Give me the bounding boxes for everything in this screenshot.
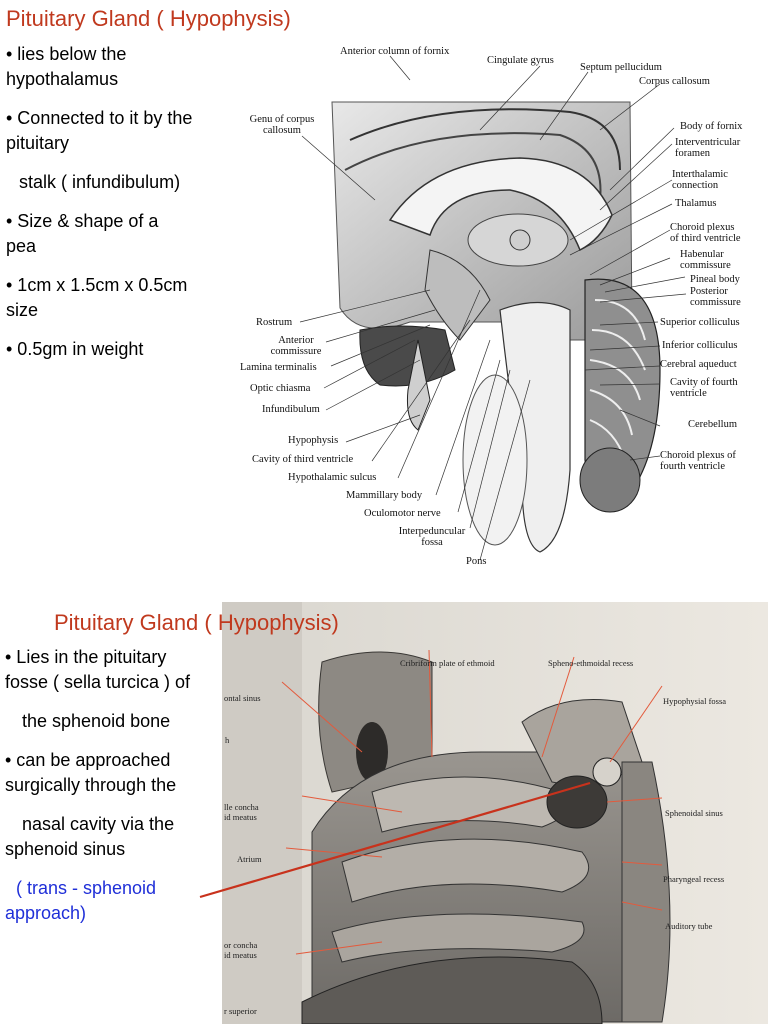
label-anterior-column-fornix: Anterior column of fornix <box>340 46 450 57</box>
label-line: Anterior <box>278 335 314 346</box>
slide-2-title: Pituitary Gland ( Hypophysis) <box>54 610 339 635</box>
bullet-text: surgically through the <box>5 775 177 795</box>
label-posterior-commissure: Posterior commissure <box>690 286 741 308</box>
label-line: or concha <box>224 940 258 950</box>
label-hypothalamic-sulcus: Hypothalamic sulcus <box>288 472 377 483</box>
bullet-text: • Connected to it by the <box>6 108 193 128</box>
label-genu-corpus-callosum: Genu of corpus callosum <box>240 114 324 136</box>
label-line: Interventricular <box>675 137 741 148</box>
label-line: Interpeduncular <box>398 526 466 537</box>
bullet-text: • 0.5gm in weight <box>6 339 144 359</box>
label-line: Posterior <box>690 286 728 297</box>
slide-2-bullets: • Lies in the pituitary fosse ( sella tu… <box>5 645 231 926</box>
label-line: id meatus <box>224 812 257 822</box>
label-pharyngeal-recess: Pharyngeal recess <box>663 874 725 884</box>
label-inferior-colliculus: Inferior colliculus <box>662 340 738 351</box>
label-line: r superior <box>224 1006 257 1016</box>
label-hypophysis: Hypophysis <box>288 435 339 446</box>
label-body-fornix: Body of fornix <box>680 121 743 132</box>
bullet-text: nasal cavity via the <box>22 814 175 834</box>
label-sphenoidal-sinus: Sphenoidal sinus <box>665 808 723 818</box>
label-cingulate-gyrus: Cingulate gyrus <box>487 55 554 66</box>
bullet-text-trans-sphenoid: ( trans - sphenoid <box>16 878 157 898</box>
slide-2: Pituitary Gland ( Hypophysis) • Lies in … <box>0 580 768 1024</box>
label-superior-maxilla: r superior <box>224 1006 257 1016</box>
label-optic-chiasma: Optic chiasma <box>250 383 311 394</box>
label-line: callosum <box>263 125 301 136</box>
label-line: connection <box>672 180 719 191</box>
label-atrium: Atrium <box>237 854 262 864</box>
bullet-text: pituitary <box>6 133 70 153</box>
label-oculomotor-nerve: Oculomotor nerve <box>364 508 441 519</box>
label-line: fourth ventricle <box>660 461 726 472</box>
label-cerebral-aqueduct: Cerebral aqueduct <box>660 359 737 370</box>
bullet-text: hypothalamus <box>6 69 119 89</box>
bullet-text: • Lies in the pituitary <box>5 647 167 667</box>
label-line: Habenular <box>680 249 724 260</box>
label-line: commissure <box>270 346 322 357</box>
label-line: id meatus <box>224 950 257 960</box>
label-choroid-plexus-fourth: Choroid plexus of fourth ventricle <box>660 450 736 472</box>
label-cavity-fourth-ventricle: Cavity of fourth ventricle <box>670 377 738 399</box>
bullet-text: • can be approached <box>5 750 171 770</box>
bullet-text: sphenoid sinus <box>5 839 126 859</box>
bullet-text-approach: approach) <box>5 903 87 923</box>
bullet-text: fosse ( sella turcica ) of <box>5 672 191 692</box>
label-frontal-sinus: ontal sinus <box>224 693 261 703</box>
label-line: of third ventricle <box>670 233 741 244</box>
label-line: Choroid plexus <box>670 222 735 233</box>
label-spheno-ethmoidal-recess: Spheno-ethmoidal recess <box>548 658 634 668</box>
label-cribriform-plate: Cribriform plate of ethmoid <box>400 658 495 668</box>
label-auditory-tube: Auditory tube <box>665 921 713 931</box>
label-interpeduncular-fossa: Interpeduncular fossa <box>380 526 484 548</box>
label-lamina-terminalis: Lamina terminalis <box>240 362 317 373</box>
label-habenular-commissure: Habenular commissure <box>680 249 731 271</box>
trans-sphenoid-arrow <box>199 781 591 899</box>
label-line: Choroid plexus of <box>660 450 736 461</box>
label-hypophysial-fossa: Hypophysial fossa <box>663 696 727 706</box>
label-choroid-plexus-third: Choroid plexus of third ventricle <box>670 222 741 244</box>
label-septum-pellucidum: Septum pellucidum <box>580 62 662 73</box>
label-cavity-third-ventricle: Cavity of third ventricle <box>252 454 354 465</box>
bullet-text: the sphenoid bone <box>22 711 171 731</box>
label-pons: Pons <box>466 556 487 567</box>
slide-1-bullets: • lies below the hypothalamus • Connecte… <box>6 42 238 362</box>
label-rostrum: Rostrum <box>256 317 293 328</box>
nasal-cavity-illustration <box>222 602 768 1024</box>
bullet-text: • lies below the <box>6 44 127 64</box>
label-pineal-body: Pineal body <box>690 274 740 285</box>
label-line: foramen <box>675 148 710 159</box>
label-inferior-concha: or concha id meatus <box>224 940 257 960</box>
label-line: fossa <box>421 537 443 548</box>
label-corpus-callosum: Corpus callosum <box>639 76 710 87</box>
label-interthalamic-connection: Interthalamic connection <box>672 169 728 191</box>
label-line: lle concha <box>224 802 259 812</box>
label-line: commissure <box>680 260 731 271</box>
bullet-text: stalk ( infundibulum) <box>19 172 181 192</box>
label-line: ventricle <box>670 388 707 399</box>
arrow-line <box>199 781 591 899</box>
label-interventricular-foramen: Interventricular foramen <box>675 137 740 159</box>
slide-1-title: Pituitary Gland ( Hypophysis) <box>6 6 291 31</box>
bullet-text: • 1cm x 1.5cm x 0.5cm <box>6 275 188 295</box>
label-middle-concha: lle concha id meatus <box>224 802 259 822</box>
label-line: Interthalamic <box>672 169 728 180</box>
label-thalamus: Thalamus <box>675 198 717 209</box>
bullet-text: • Size & shape of a <box>6 211 159 231</box>
label-cerebellum: Cerebellum <box>688 419 737 430</box>
bullet-text: pea <box>6 236 37 256</box>
label-h: h <box>225 735 230 745</box>
label-line: commissure <box>690 297 741 308</box>
label-superior-colliculus: Superior colliculus <box>660 317 740 328</box>
bullet-text: size <box>6 300 39 320</box>
brain-sagittal-illustration <box>299 55 687 561</box>
label-anterior-commissure: Anterior commissure <box>248 335 344 357</box>
label-infundibulum: Infundibulum <box>262 404 320 415</box>
label-line: Cavity of fourth <box>670 377 738 388</box>
label-mammillary-body: Mammillary body <box>346 490 423 501</box>
slide-1: Pituitary Gland ( Hypophysis) • lies bel… <box>6 6 743 567</box>
label-line: Genu of corpus <box>249 114 315 125</box>
